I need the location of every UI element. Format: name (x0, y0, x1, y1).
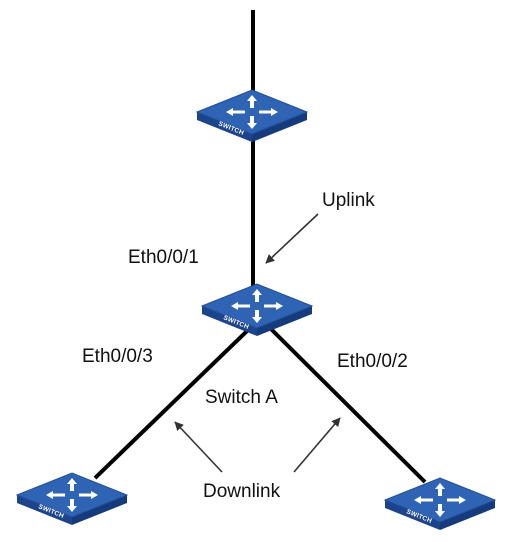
port-label-eth003: Eth0/0/3 (82, 346, 153, 367)
switch-icon-switch-a[interactable]: SWITCH (201, 283, 313, 337)
uplink-arrow (265, 213, 319, 264)
port-label-eth002: Eth0/0/2 (337, 351, 408, 372)
downlink-line-right (268, 326, 427, 484)
downlink-line-left (93, 328, 250, 480)
switch-icon-bottom-right[interactable]: SWITCH (384, 477, 496, 531)
downlink-arrow-right (293, 417, 341, 473)
switch-icon-top[interactable]: SWITCH (196, 89, 308, 143)
downlink-arrow-left (174, 421, 223, 473)
uplink-label: Uplink (322, 190, 375, 211)
switch-a-label: Switch A (205, 387, 278, 408)
downlink-label: Downlink (203, 481, 281, 502)
switch-icon-bottom-left[interactable]: SWITCH (16, 472, 128, 526)
port-label-eth001: Eth0/0/1 (128, 247, 199, 268)
